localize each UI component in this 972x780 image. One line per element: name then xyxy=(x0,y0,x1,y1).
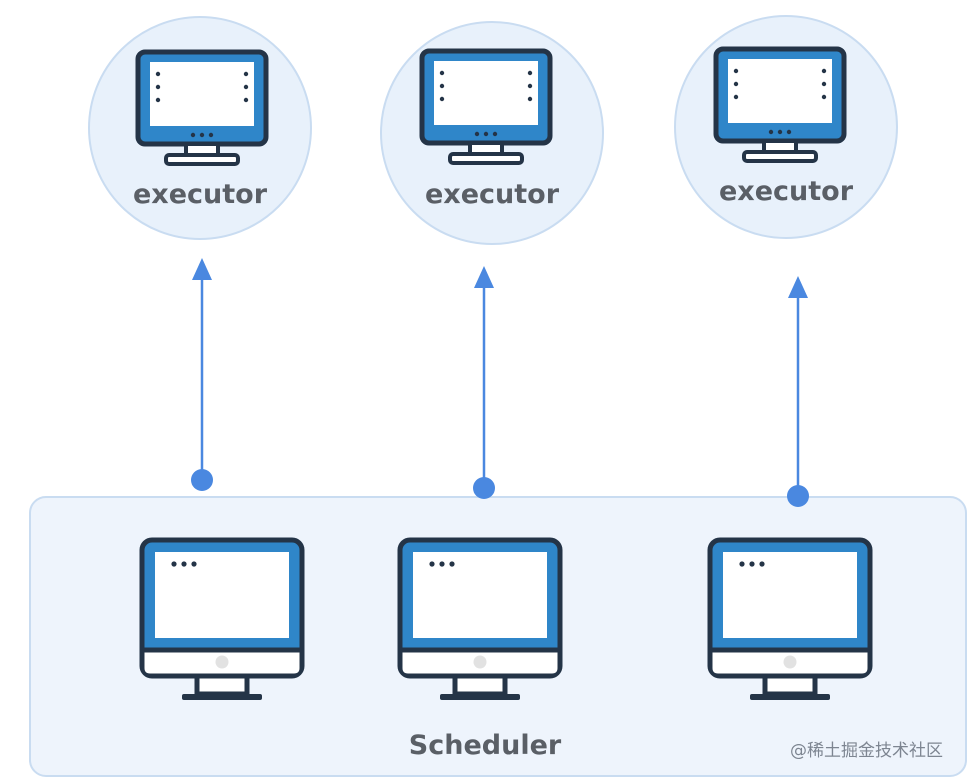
connection-arrow-1 xyxy=(191,258,213,491)
executor-label: executor xyxy=(133,179,268,210)
connection-arrow-3 xyxy=(787,276,809,507)
watermark: @稀土掘金技术社区 xyxy=(790,741,943,761)
executor-node-2: executor xyxy=(380,21,604,245)
connection-arrow-2 xyxy=(473,266,495,499)
executor-label: executor xyxy=(425,179,560,210)
imac-icon xyxy=(710,540,870,700)
scheduler-label: Scheduler xyxy=(409,730,562,761)
executor-node-3: executor xyxy=(674,15,898,239)
imac-icon xyxy=(142,540,302,700)
imac-icon xyxy=(400,540,560,700)
executor-node-1: executor xyxy=(88,16,312,240)
executor-label: executor xyxy=(719,176,854,207)
